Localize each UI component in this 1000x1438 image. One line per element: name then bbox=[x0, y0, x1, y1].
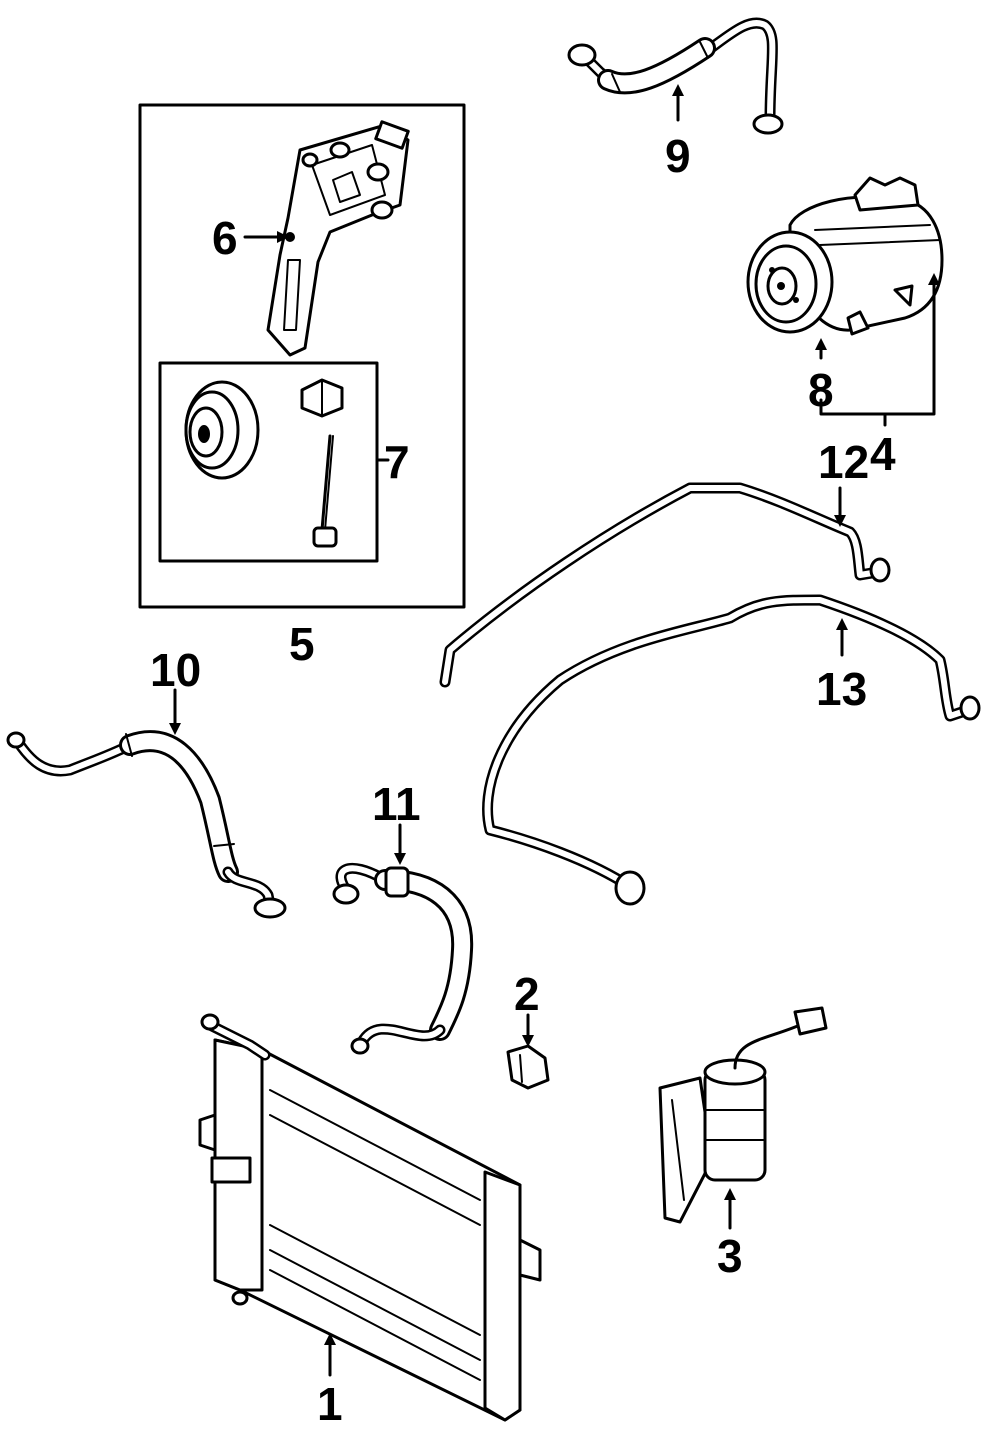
receiver-drier-part-3 bbox=[658, 1006, 828, 1224]
callout-1: 1 bbox=[317, 1378, 343, 1430]
compressor-part-4 bbox=[746, 176, 944, 336]
arrow-6 bbox=[277, 231, 289, 243]
arrow-1 bbox=[324, 1333, 336, 1345]
callout-4: 4 bbox=[870, 428, 896, 480]
callout-3: 3 bbox=[717, 1230, 743, 1282]
clip-part-2 bbox=[506, 1044, 550, 1090]
callout-7: 7 bbox=[384, 436, 410, 488]
assembly-box-5 bbox=[138, 103, 466, 609]
callout-5: 5 bbox=[289, 618, 315, 670]
pipe-part-13 bbox=[482, 594, 981, 906]
hose-part-10 bbox=[6, 730, 287, 919]
callout-9: 9 bbox=[665, 130, 691, 182]
arrow-2 bbox=[522, 1035, 534, 1047]
callout-2: 2 bbox=[514, 968, 540, 1020]
bracket-part-6 bbox=[266, 120, 410, 357]
arrow-12 bbox=[834, 515, 846, 527]
callout-10: 10 bbox=[150, 644, 201, 696]
pipe-part-12 bbox=[439, 482, 891, 688]
callout-11: 11 bbox=[372, 778, 421, 830]
kit-box-7 bbox=[158, 361, 379, 563]
arrow-11 bbox=[394, 853, 406, 865]
pulley-kit-part-7 bbox=[184, 378, 344, 548]
arrow-10 bbox=[169, 723, 181, 735]
hose-part-11 bbox=[332, 862, 474, 1055]
callout-6: 6 bbox=[212, 212, 238, 264]
condenser-part-1 bbox=[198, 1013, 542, 1422]
hose-part-9 bbox=[567, 17, 784, 135]
arrow-8 bbox=[815, 338, 827, 350]
arrow-9 bbox=[672, 84, 684, 96]
bracket-line-4 bbox=[819, 278, 936, 416]
arrow-3 bbox=[724, 1188, 736, 1200]
callout-12: 12 bbox=[818, 436, 869, 488]
arrow-4 bbox=[928, 273, 940, 285]
callout-13: 13 bbox=[816, 663, 867, 715]
arrow-13 bbox=[836, 618, 848, 630]
